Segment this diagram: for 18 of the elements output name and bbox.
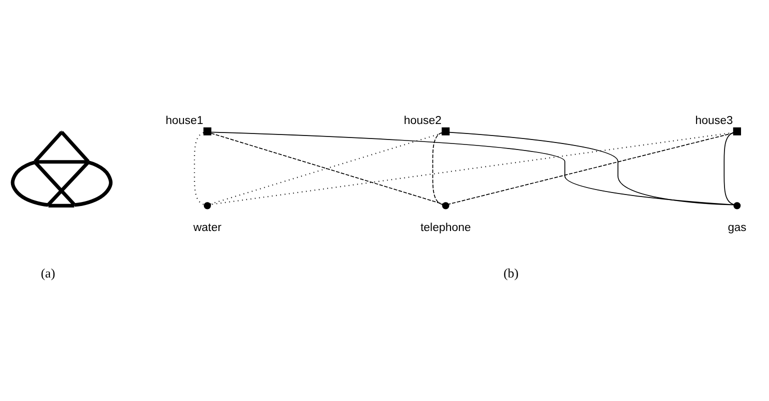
node-label: house1 (166, 114, 204, 127)
node-circle (733, 202, 741, 209)
node-box (733, 126, 742, 135)
connector (194, 132, 205, 205)
node-box (203, 126, 212, 135)
node-box (442, 126, 450, 135)
label: (a) (40, 264, 56, 280)
node-circle (204, 202, 211, 209)
node-label: house2 (404, 114, 442, 127)
node-point (61, 130, 62, 132)
node-label: gas (728, 222, 746, 234)
connector (432, 132, 444, 205)
node-label: house3 (695, 114, 733, 127)
node-label: telephone (420, 222, 471, 234)
label: (b) (503, 264, 519, 280)
node-circle (442, 202, 450, 209)
connector (724, 132, 734, 205)
node-label: water (193, 222, 222, 234)
